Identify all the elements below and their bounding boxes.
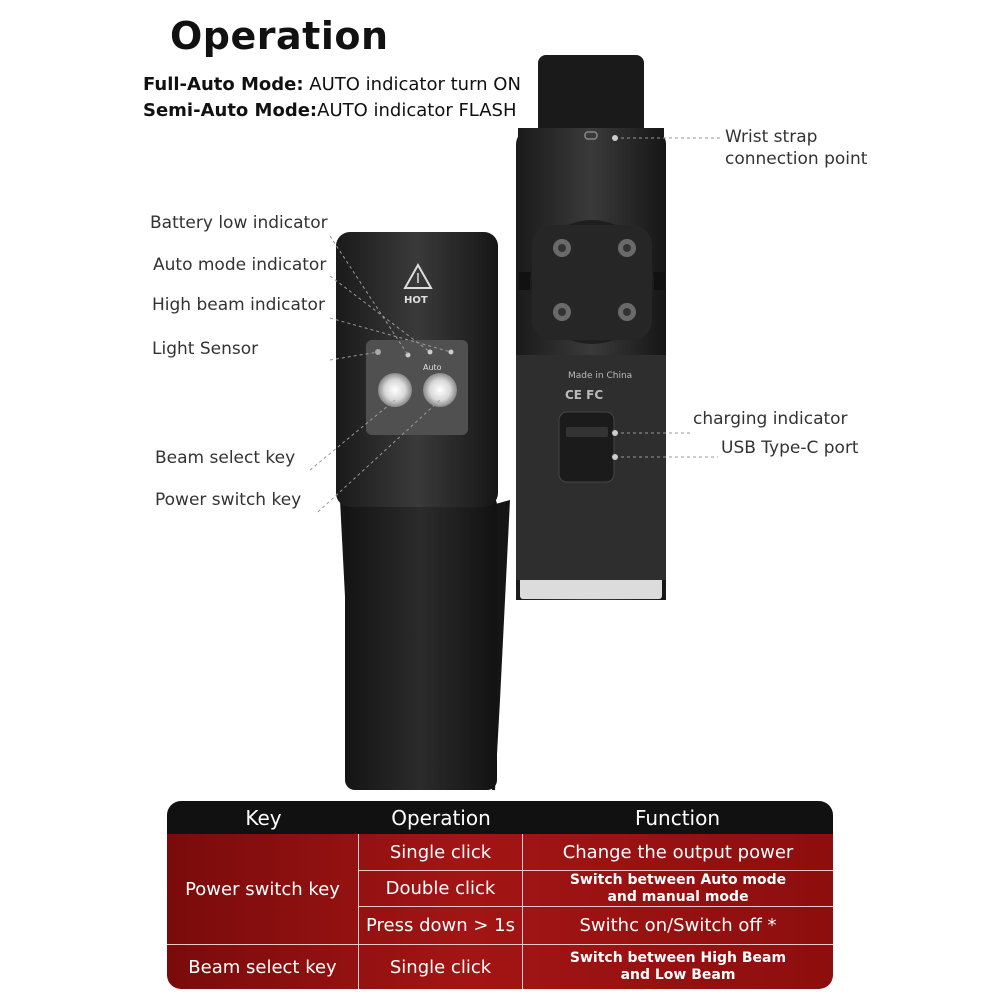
hot-label: HOT — [404, 295, 428, 306]
callout-beam-select: Beam select key — [155, 448, 296, 468]
table-row-key: Power switch key — [185, 878, 340, 900]
header-key: Key — [245, 805, 282, 830]
page-title: Operation — [170, 14, 389, 58]
table-cell-function: Change the output power — [562, 841, 794, 863]
made-in-label: Made in China — [568, 371, 632, 381]
callout-dots — [612, 135, 618, 460]
high-beam-led — [448, 349, 454, 355]
auto-mode-led — [427, 349, 433, 355]
callout-battery-low: Battery low indicator — [150, 213, 328, 233]
hot-warning-icon — [403, 262, 433, 289]
semi-auto-mode-line: Semi-Auto Mode:AUTO indicator FLASH — [143, 100, 517, 121]
callout-auto-mode: Auto mode indicator — [153, 255, 327, 275]
table-row-key: Beam select key — [188, 956, 337, 978]
beam-select-button[interactable] — [378, 373, 412, 407]
callout-lines — [309, 137, 720, 513]
table-body: Power switch key Single click Change the… — [167, 834, 833, 989]
rear-device: Made in China CE FC — [516, 55, 666, 600]
mount-plate — [519, 220, 665, 344]
header-function: Function — [634, 805, 721, 830]
header-operation: Operation — [391, 805, 491, 830]
front-device: HOT Auto — [336, 232, 510, 790]
power-switch-button[interactable] — [423, 373, 457, 407]
callout-light-sensor: Light Sensor — [152, 339, 259, 359]
operation-table: Key Operation Function Power switch key … — [167, 801, 833, 989]
table-cell-operation: Single click — [389, 956, 492, 978]
auto-label: Auto — [423, 363, 442, 372]
callout-power-switch: Power switch key — [155, 490, 302, 510]
table-cell-operation: Single click — [389, 841, 492, 863]
callout-usb: USB Type-C port — [721, 438, 859, 458]
table-cell-operation: Press down > 1s — [365, 915, 516, 936]
callout-high-beam: High beam indicator — [152, 295, 325, 315]
table-cell-function: Swithc on/Switch off * — [579, 915, 777, 936]
usb-port-cover[interactable] — [558, 411, 615, 483]
cert-label: CE FC — [565, 388, 603, 402]
battery-low-led — [405, 352, 411, 358]
callout-charging: charging indicator — [693, 409, 848, 429]
table-cell-operation: Double click — [385, 878, 496, 899]
full-auto-mode-line: Full-Auto Mode: AUTO indicator turn ON — [143, 74, 521, 95]
table-header: Key Operation Function — [167, 801, 833, 834]
